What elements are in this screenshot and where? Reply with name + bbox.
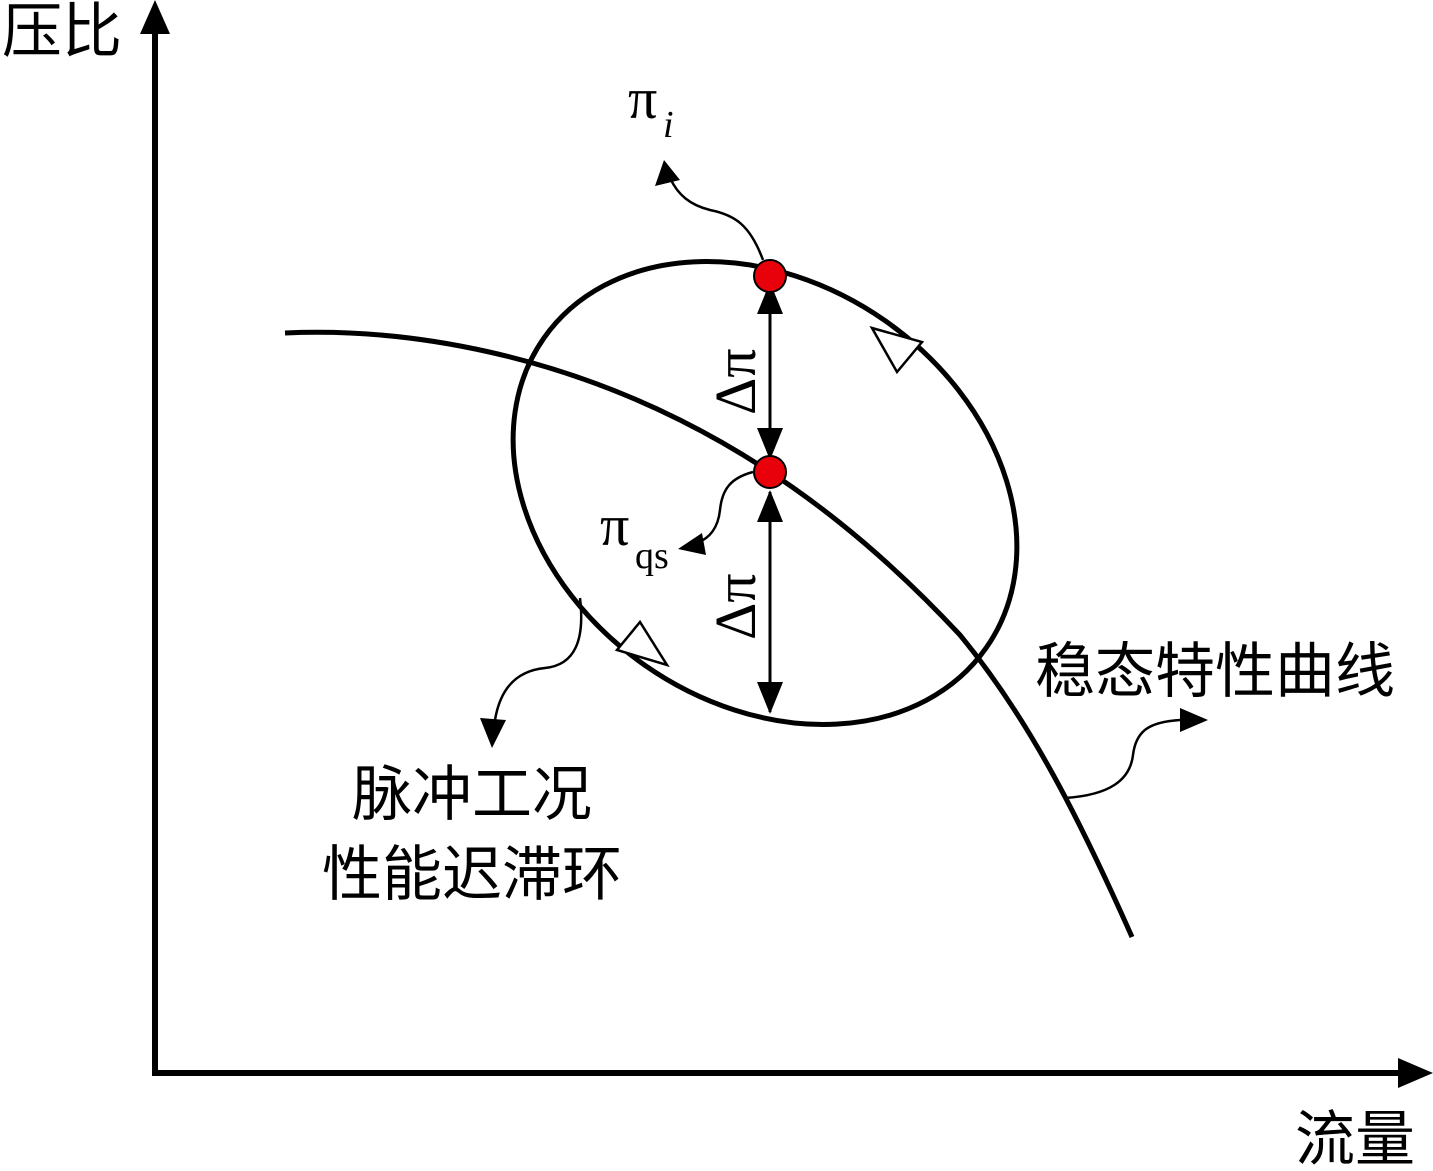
pi-qs-leader-arrow-icon: [678, 533, 706, 555]
loop-label-line2: 性能迟滞环: [322, 840, 622, 910]
y-axis-arrow-icon: [140, 0, 170, 34]
direction-arrow-lower-icon: [614, 619, 670, 668]
pi-qs-point: [753, 455, 787, 489]
direction-arrow-upper-icon: [869, 325, 925, 375]
hysteresis-loop: [510, 259, 1020, 727]
pi-i-leader-arrow-icon: [655, 160, 680, 186]
steady-characteristic-curve: [284, 329, 1135, 939]
pi-i-leader: [668, 177, 765, 261]
delta-pi-lower-arrowhead-top-icon: [757, 490, 783, 522]
steady-curve-label: 稳态特性曲线: [1035, 637, 1395, 707]
loop-leader-arrow-icon: [480, 718, 506, 748]
pi-qs-leader: [696, 470, 754, 545]
steady-curve-leader-arrow-icon: [1180, 708, 1208, 732]
delta-pi-upper-arrowhead-bottom-icon: [757, 428, 783, 460]
pi-i-symbol: π: [628, 66, 657, 131]
loop-leader: [493, 597, 583, 721]
x-axis-arrow-icon: [1398, 1058, 1433, 1088]
pi-i-point: [753, 259, 787, 293]
x-axis-label: 流量: [1295, 1105, 1415, 1171]
y-axis-label: 压比: [2, 0, 122, 67]
pi-i-subscript: i: [663, 104, 674, 146]
steady-curve-leader: [1064, 718, 1181, 800]
delta-pi-lower-label: Δπ: [703, 573, 768, 640]
pi-qs-subscript: qs: [635, 535, 669, 577]
delta-pi-upper-label: Δπ: [703, 348, 768, 415]
pi-qs-symbol: π: [600, 493, 629, 558]
delta-pi-lower-arrowhead-bottom-icon: [757, 682, 783, 714]
delta-pi-upper-arrowhead-top-icon: [757, 282, 783, 314]
loop-label-line1: 脉冲工况: [352, 760, 592, 830]
